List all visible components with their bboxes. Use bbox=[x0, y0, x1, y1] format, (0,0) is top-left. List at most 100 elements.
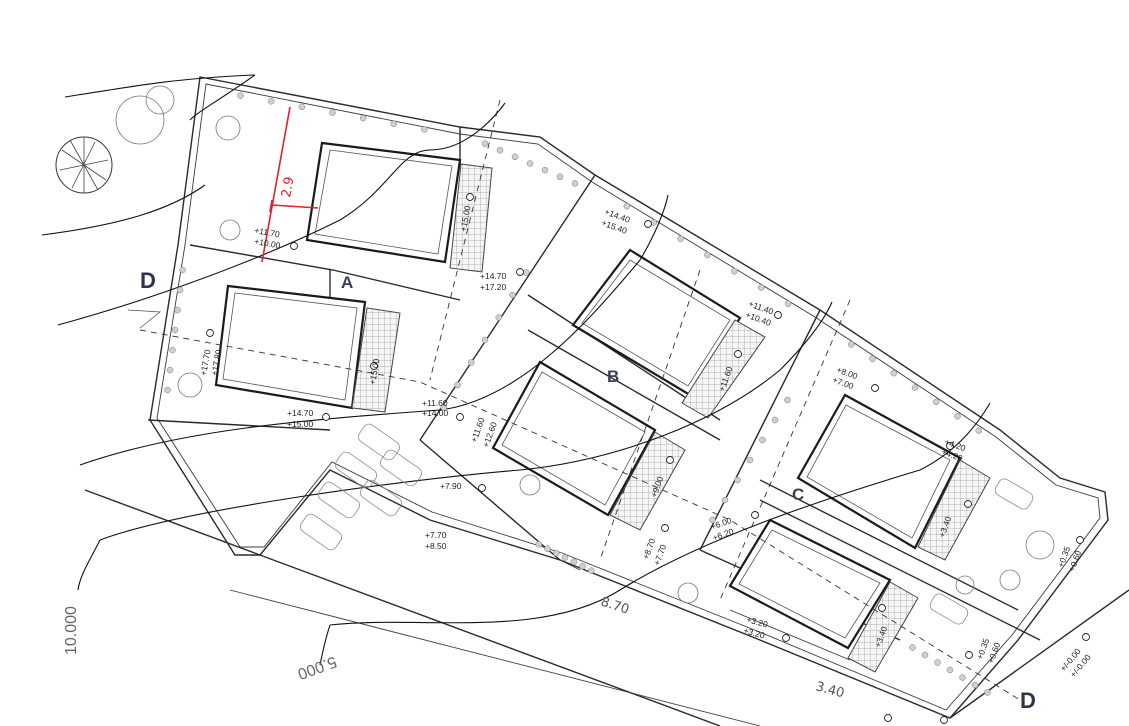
shrub-dot bbox=[959, 674, 966, 681]
section-marker-left-label: D bbox=[140, 268, 156, 293]
house-a-lower bbox=[214, 284, 367, 410]
shrub-dot bbox=[784, 300, 792, 307]
shrub-dot bbox=[709, 516, 716, 524]
elev-a-pool-top: +15.00 bbox=[458, 205, 472, 233]
house-a-upper bbox=[305, 141, 462, 264]
shrub-dot bbox=[975, 427, 982, 434]
shrub-dot bbox=[758, 284, 765, 291]
elev-a-top-2: +10.00 bbox=[254, 236, 282, 250]
shrub-dot bbox=[759, 436, 766, 444]
elev-road-3: +8.50 bbox=[425, 541, 447, 551]
shrub-dot bbox=[984, 689, 991, 696]
shrub-dot bbox=[329, 109, 336, 116]
shrub-dot bbox=[954, 413, 961, 420]
shrub-dot bbox=[911, 384, 919, 391]
section-marker-left: D bbox=[127, 268, 162, 329]
elev-road-1: +7.90 bbox=[440, 481, 462, 491]
shrub-dot bbox=[421, 126, 428, 133]
shrub-dot bbox=[359, 114, 367, 122]
shrub-dot bbox=[579, 563, 586, 570]
shrub-dot bbox=[746, 456, 754, 464]
shrub-dot bbox=[544, 545, 551, 552]
shrub-dot bbox=[934, 659, 941, 666]
parking-cars bbox=[300, 423, 1034, 625]
shrub-dot bbox=[721, 496, 729, 504]
section-lines bbox=[139, 99, 1021, 701]
section-marker-right-label: D bbox=[1020, 688, 1036, 713]
zone-label-b: B bbox=[607, 367, 619, 386]
shrub-dot bbox=[468, 359, 475, 366]
elev-b-left-1: +11.60 bbox=[422, 398, 448, 408]
shrub-dot bbox=[171, 326, 179, 334]
elev-a-right-2: +17.20 bbox=[480, 282, 507, 292]
red-markup: 2.9 bbox=[261, 106, 319, 263]
elev-a-left-2: +17.80 bbox=[209, 349, 223, 377]
shrub-dot bbox=[481, 336, 489, 344]
shrub-dot bbox=[869, 355, 876, 362]
elev-a-bottom-2: +15.00 bbox=[287, 419, 314, 429]
shrub-dot bbox=[734, 476, 741, 484]
shrub-dot bbox=[440, 404, 447, 411]
shrub-dot bbox=[509, 291, 516, 299]
handwritten-3-40: 3.40 bbox=[814, 679, 846, 701]
red-note-label: 2.9 bbox=[279, 176, 297, 199]
shrub-dot bbox=[946, 666, 954, 674]
shrub-dot bbox=[933, 398, 940, 406]
shrub-dot bbox=[623, 203, 631, 210]
shrub-dot bbox=[561, 554, 569, 561]
pools bbox=[351, 163, 991, 673]
shrub-dot bbox=[169, 346, 176, 354]
shrub-dot bbox=[784, 396, 791, 404]
shrub-dot bbox=[848, 341, 855, 348]
shrub-dot bbox=[176, 286, 184, 294]
shrub-dot bbox=[921, 651, 929, 659]
shrub-dot bbox=[481, 140, 489, 147]
shrub-dot bbox=[704, 251, 711, 259]
shrub-dot bbox=[174, 306, 181, 314]
elev-b-left-2: +14.00 bbox=[422, 408, 449, 418]
shrub-dot bbox=[909, 644, 916, 651]
elev-a-left-1: +17.70 bbox=[198, 349, 212, 377]
shrub-dot bbox=[553, 549, 560, 557]
house-c-upper bbox=[796, 393, 962, 550]
house-b-lower bbox=[491, 360, 657, 517]
shrub-dot bbox=[164, 386, 171, 394]
elev-a-top-1: +11.70 bbox=[254, 225, 281, 239]
landscape-trees bbox=[55, 85, 1055, 604]
elev-a-bottom-1: +14.70 bbox=[287, 408, 314, 418]
section-marker-right: D bbox=[1020, 688, 1036, 713]
shrub-dot bbox=[268, 98, 275, 105]
shrub-dot bbox=[179, 266, 186, 274]
shrub-dots bbox=[164, 92, 991, 696]
handwritten-8-70: 8.70 bbox=[599, 595, 631, 618]
shrub-dot bbox=[454, 381, 461, 389]
shrub-dot bbox=[523, 269, 530, 276]
house-c-lower bbox=[728, 518, 892, 650]
shrub-dot bbox=[535, 541, 542, 548]
shrub-dot bbox=[731, 268, 738, 275]
shrub-dot bbox=[237, 92, 244, 99]
shrub-dot bbox=[390, 120, 397, 127]
shrub-dot bbox=[771, 416, 779, 424]
shrub-dot bbox=[570, 558, 577, 566]
shrub-dot bbox=[556, 173, 564, 180]
shrub-dot bbox=[526, 160, 534, 167]
shrub-dot bbox=[166, 366, 174, 374]
dimension-bottom-left: 5.000 bbox=[295, 652, 339, 682]
shrub-dot bbox=[496, 147, 504, 154]
shrub-dot bbox=[298, 103, 306, 111]
shrub-dot bbox=[890, 369, 897, 377]
shrub-dot bbox=[571, 180, 579, 187]
shrub-dot bbox=[588, 567, 595, 574]
elev-a-right-1: +14.70 bbox=[480, 271, 507, 281]
dimension-left-vertical: 10.000 bbox=[63, 606, 80, 655]
shrub-dot bbox=[541, 166, 549, 174]
shrub-dot bbox=[677, 235, 684, 242]
elev-road-2: +7.70 bbox=[425, 530, 447, 540]
contour-lines bbox=[41, 74, 991, 666]
zone-label-c: C bbox=[792, 485, 804, 504]
elevation-markers bbox=[206, 193, 1090, 724]
elev-a-pool-bottom: +15.00 bbox=[367, 358, 381, 386]
shrub-dot bbox=[495, 314, 502, 321]
